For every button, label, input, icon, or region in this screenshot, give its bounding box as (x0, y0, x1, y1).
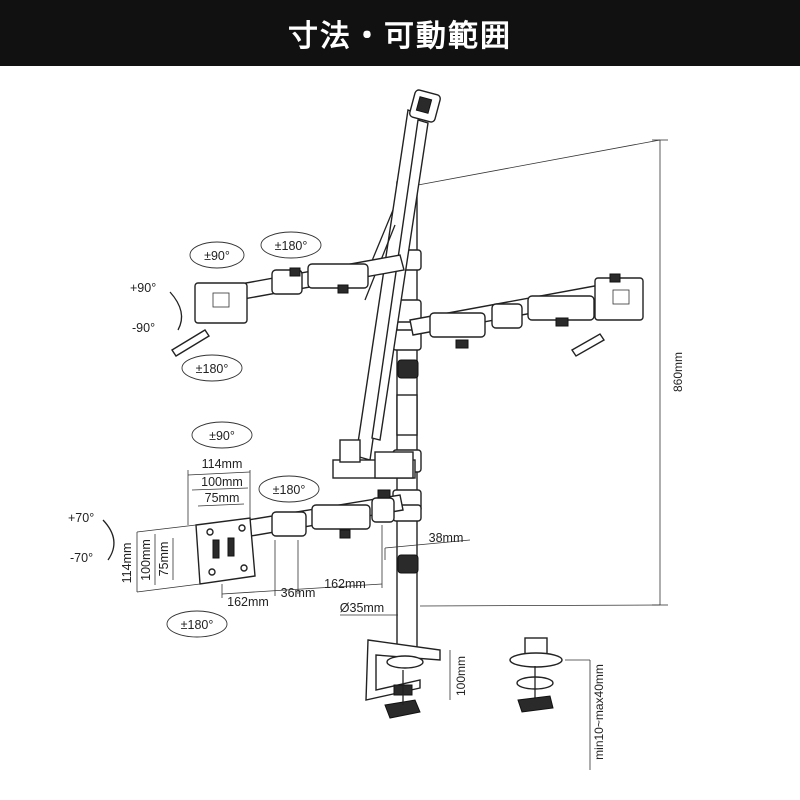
arm-36-label: 36mm (281, 586, 316, 600)
grommet-clamp (509, 637, 563, 713)
rot-180-mid-label: ±180° (196, 362, 229, 376)
vesa-75-w-label: 75mm (205, 491, 240, 505)
pole-38-label: 38mm (429, 531, 464, 545)
tilt-minus90-label: -90° (132, 321, 155, 335)
vesa-plate (195, 517, 256, 585)
arm-162-a-label: 162mm (227, 595, 269, 609)
tilt-plus90-label: +90° (130, 281, 156, 295)
pole-dimensions: 38mm Ø35mm (340, 531, 471, 616)
arm-162-b-label: 162mm (324, 577, 366, 591)
vesa-114-h-label: 114mm (120, 543, 134, 584)
rot-90-top-label: ±90° (204, 249, 230, 263)
tilt-plus70-label: +70° (68, 511, 94, 525)
vesa-75-h-label: 75mm (157, 542, 171, 577)
height-dimension: 860mm (417, 139, 685, 607)
header-bar: 寸法・可動範囲 (0, 0, 800, 66)
vesa-dimensions: 114mm 100mm 75mm 114mm 100mm 75mm (120, 457, 251, 593)
desk-clamp (365, 639, 441, 719)
rot-180-bottom-label: ±180° (181, 618, 214, 632)
height-860-label: 860mm (671, 352, 685, 392)
vertical-gas-arm (332, 89, 441, 479)
rotation-indicators: ±90° ±180° ±180° ±90° ±180° ±180° (102, 231, 322, 638)
vesa-100-h-label: 100mm (139, 539, 153, 581)
rot-180-lower-label: ±180° (273, 483, 306, 497)
upper-right-arm (409, 273, 644, 357)
clamp-dimensions: 100mm min10~max40mm (449, 650, 606, 770)
arm-dimensions: 162mm 36mm 162mm (221, 525, 383, 609)
upper-left-arm (171, 254, 405, 357)
page-title: 寸法・可動範囲 (288, 19, 512, 54)
lower-arm (195, 489, 404, 585)
pole-diameter-label: Ø35mm (340, 601, 384, 615)
rot-90-lower-label: ±90° (209, 429, 235, 443)
clamp-100-label: 100mm (454, 656, 468, 696)
vesa-114-w-label: 114mm (202, 457, 243, 471)
tilt-minus70-label: -70° (70, 551, 93, 565)
rot-180-top-label: ±180° (275, 239, 308, 253)
clamp-range-label: min10~max40mm (592, 664, 606, 760)
vesa-100-w-label: 100mm (201, 475, 243, 489)
